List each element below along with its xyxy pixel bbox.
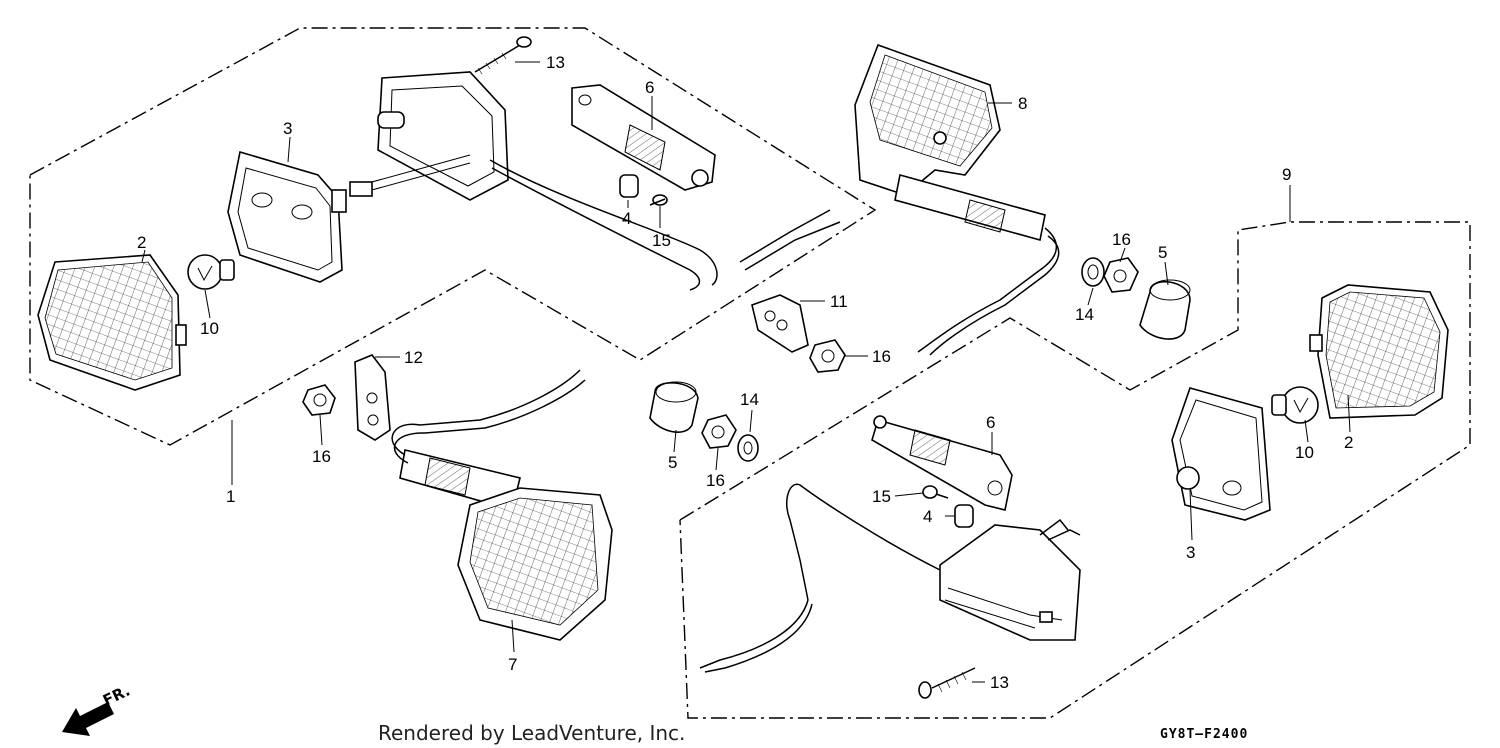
callout: 15: [872, 487, 891, 506]
screw-15-lower: [922, 485, 949, 499]
callout: 2: [1344, 433, 1353, 452]
callout: 3: [283, 119, 292, 138]
callout: 5: [1158, 243, 1167, 262]
wire-left-3: [739, 209, 831, 263]
callout: 12: [404, 348, 423, 367]
reflector-housing-right: [1171, 387, 1271, 521]
screw-13-top: [474, 36, 532, 75]
callout: 8: [1018, 94, 1027, 113]
bracket-11: [751, 294, 809, 353]
collar-4-top: [619, 174, 639, 198]
lens-right: [1309, 284, 1449, 419]
callout: 10: [200, 319, 219, 338]
callout: 11: [830, 292, 848, 311]
nut-16-left: [302, 384, 336, 416]
callout: 10: [1295, 443, 1314, 462]
nut-16-right: [1103, 257, 1139, 293]
callout: 13: [546, 53, 565, 72]
leader-lines: [141, 61, 1351, 683]
callout: 16: [872, 347, 891, 366]
callouts: 13 6 8 3 9 2 16 5 4 15 11 14 10 16 12 2 …: [137, 53, 1353, 692]
direction-label: FR.: [100, 682, 133, 710]
diagram-code: GY8T–F2400: [1160, 727, 1248, 742]
callout: 16: [1112, 230, 1131, 249]
lens-left: [37, 254, 187, 391]
callout: 4: [622, 209, 631, 228]
turn-signal-left-lower: [391, 369, 613, 641]
bulb-left: [187, 254, 235, 290]
nut-16-lower: [701, 414, 737, 449]
cap-5-mid: [649, 381, 699, 433]
turn-signal-body-right: [699, 483, 1081, 673]
washer-14-lower: [737, 434, 759, 462]
bulb-right: [1271, 386, 1319, 424]
screw-13-lower: [918, 667, 976, 699]
callout: 15: [652, 231, 671, 250]
callout: 7: [508, 655, 517, 674]
socket-6-top: [571, 84, 716, 191]
reflector-housing-left: [227, 150, 347, 283]
socket-6-lower: [871, 415, 1013, 511]
callout: 2: [137, 233, 146, 252]
callout: 6: [645, 78, 654, 97]
washer-14-right: [1081, 257, 1105, 287]
callout: 1: [226, 487, 235, 506]
callout: 14: [1075, 305, 1094, 324]
nut-16-mid: [809, 339, 846, 373]
callout: 16: [312, 447, 331, 466]
callout: 9: [1282, 165, 1291, 184]
wire-left: [489, 159, 718, 286]
screw-15-top: [649, 194, 668, 206]
callout: 16: [706, 471, 725, 490]
wire-left-2: [491, 167, 701, 291]
assembly-outline-left: [29, 27, 877, 446]
turn-signal-right-upper: [854, 43, 1060, 356]
footer-credit: Rendered by LeadVenture, Inc.: [378, 721, 685, 745]
callout: 5: [668, 453, 677, 472]
callout: 14: [740, 390, 759, 409]
callout: 6: [986, 413, 995, 432]
callout: 4: [923, 507, 932, 526]
front-direction-arrow-icon: FR.: [62, 682, 133, 736]
wire-left-4: [744, 221, 841, 271]
callout: 3: [1186, 543, 1195, 562]
bracket-12: [354, 354, 391, 441]
turn-signal-body-left: [349, 71, 509, 201]
callout: 13: [990, 673, 1009, 692]
assembly-outline-right-lower: [679, 221, 1471, 719]
cap-5-right: [1139, 279, 1191, 340]
collar-4-lower: [954, 504, 974, 528]
